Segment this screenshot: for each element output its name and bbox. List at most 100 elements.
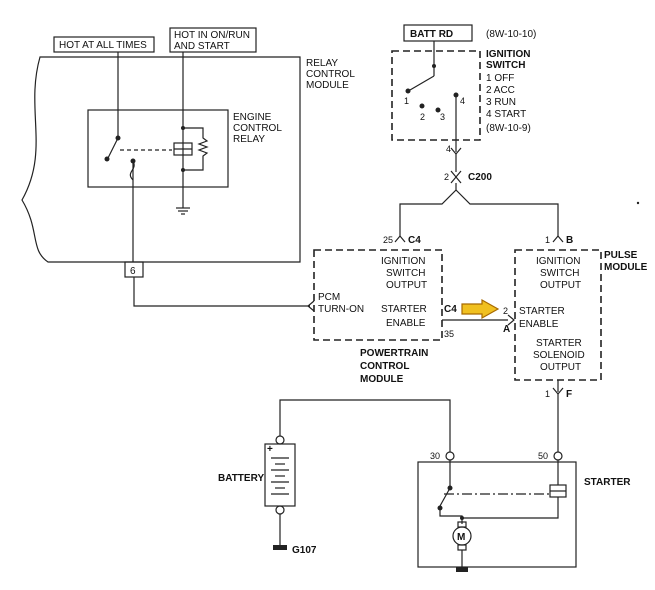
pcm-ign-label-3: OUTPUT [386, 280, 427, 291]
battery: + G107 BATTERY [218, 399, 451, 556]
ignition-contact-4-label: 4 [460, 96, 465, 106]
pcm-ign-label-1: IGNITION [381, 256, 425, 267]
relay-ground-icon [176, 207, 190, 215]
pulse-starter-label-2: ENABLE [519, 319, 559, 330]
pulse-sol-label-1: STARTER [536, 338, 582, 349]
battery-positive-cable [279, 399, 451, 452]
pcm-starter-label-1: STARTER [381, 304, 427, 315]
ignition-pos-1: 1 OFF [486, 73, 514, 84]
starter-terminal-50-label: 50 [538, 451, 548, 461]
ignition-pos-3: 3 RUN [486, 97, 516, 108]
batt-rd-label: BATT RD [410, 29, 453, 40]
ecr-label-1: ENGINE [233, 112, 272, 123]
solenoid-return-wire [462, 497, 559, 519]
pulse-f-label: F [566, 389, 572, 400]
hot-in-run-box [169, 27, 257, 53]
pulse-ign-label-1: IGNITION [536, 256, 580, 267]
relay-module-outline [21, 56, 301, 263]
pulse-b-label: B [566, 235, 573, 246]
starter-label: STARTER [584, 477, 631, 488]
hot-in-run-label-2: AND START [174, 41, 230, 52]
ignition-ref: (8W-10-9) [486, 123, 531, 134]
starter-outline [417, 461, 577, 568]
pcm-name-2: CONTROL [360, 361, 409, 372]
hot-at-all-times-box [53, 36, 155, 53]
powertrain-control-module: 25 C4 IGNITION SWITCH OUTPUT PCM TURN-ON… [313, 235, 515, 385]
motor-brush-bottom [457, 544, 467, 551]
pcm-turn-on-label-1: PCM [318, 292, 340, 303]
pcm-outline [313, 249, 443, 341]
pcm-name-3: MODULE [360, 374, 404, 385]
hot-at-all-times-label: HOT AT ALL TIMES [59, 40, 147, 51]
ignition-pos-4: 4 START [486, 109, 526, 120]
starter-contact-arm [439, 487, 451, 507]
starter-terminal-30-label: 30 [430, 451, 440, 461]
starter-contact-bottom [437, 505, 443, 511]
ignition-switch-outline [391, 50, 481, 141]
pulse-a-label: A [503, 324, 510, 335]
battery-plus: + [267, 444, 273, 455]
relay-switch-arm [107, 137, 119, 159]
ignition-switch-arm [409, 75, 435, 91]
c200-pin: 2 [444, 172, 449, 182]
starter-terminal-30 [445, 451, 455, 461]
ignition-switch: BATT RD (8W-10-10) 1 2 3 4 IGNITION SWIT… [391, 24, 536, 172]
pulse-sol-label-2: SOLENOID [533, 350, 585, 361]
relay-switch-link [129, 160, 135, 181]
pulse-name-2: MODULE [604, 262, 648, 273]
pulse-name-1: PULSE [604, 250, 638, 261]
ignition-contact-2-label: 2 [420, 112, 425, 122]
hot-in-run-label-1: HOT IN ON/RUN [174, 30, 250, 41]
pulse-pin-2: 2 [503, 306, 508, 316]
pulse-module: 1 B PULSE MODULE IGNITION SWITCH OUTPUT … [503, 235, 648, 452]
starter: STARTER 30 50 M [417, 451, 631, 572]
batt-rd-box [403, 24, 473, 42]
motor-feed-wire [439, 510, 463, 524]
pcm-starter-label-2: ENABLE [386, 318, 426, 329]
battery-negative-terminal [275, 505, 285, 515]
battery-positive-terminal [275, 435, 285, 445]
c200-female-icon [450, 176, 462, 184]
ignition-contact-1 [405, 88, 411, 94]
relay-pin-6: 6 [130, 266, 136, 277]
ignition-contact-2 [419, 103, 425, 109]
relay-control-module: RELAY CONTROL MODULE HOT AT ALL TIMES HO… [21, 27, 355, 278]
batt-rd-ref: (8W-10-10) [486, 29, 536, 40]
pcm-turn-on-wire [133, 277, 310, 307]
relay-module-title-3: MODULE [306, 80, 349, 91]
pulse-starter-label-1: STARTER [519, 306, 565, 317]
ignition-contact-1-label: 1 [404, 96, 409, 106]
relay-module-title-2: CONTROL [306, 69, 355, 80]
starter-ground-icon [456, 567, 468, 572]
pcm-c4-top-pin: 25 [383, 235, 393, 245]
pulse-f-pin: 1 [545, 389, 550, 399]
starter-enable-connector [507, 314, 515, 326]
starter-motor-label: M [457, 532, 465, 543]
c200-to-pulse-wire [455, 189, 559, 236]
pcm-c4-top-label: C4 [408, 235, 421, 246]
pulse-ign-label-3: OUTPUT [540, 280, 581, 291]
engine-control-relay-box [87, 109, 229, 188]
relay-contact-pivot [104, 156, 110, 162]
pulse-ign-label-2: SWITCH [540, 268, 579, 279]
pcm-turn-on-connector [307, 300, 315, 312]
c200-to-pcm-wire [399, 183, 457, 236]
relay-resistor [183, 127, 209, 171]
pcm-c4-top-connector [394, 235, 406, 243]
ignition-pos-2: 2 ACC [486, 85, 515, 96]
ignition-contact-3-label: 3 [440, 112, 445, 122]
pcm-c4-right-label: C4 [444, 304, 457, 315]
relay-module-title-1: RELAY [306, 58, 338, 69]
g107-label: G107 [292, 545, 317, 556]
pulse-sol-label-3: OUTPUT [540, 362, 581, 373]
g107-ground-icon [273, 545, 287, 550]
c200-connector: 2 C200 [399, 170, 559, 236]
pulse-b-connector [552, 235, 564, 243]
pcm-name-1: POWERTRAIN [360, 348, 428, 359]
ignition-out-pin: 4 [446, 144, 451, 154]
stray-mark [636, 201, 640, 205]
ignition-title-1: IGNITION [486, 49, 530, 60]
ecr-label-3: RELAY [233, 134, 265, 145]
ignition-contact-3 [435, 107, 441, 113]
